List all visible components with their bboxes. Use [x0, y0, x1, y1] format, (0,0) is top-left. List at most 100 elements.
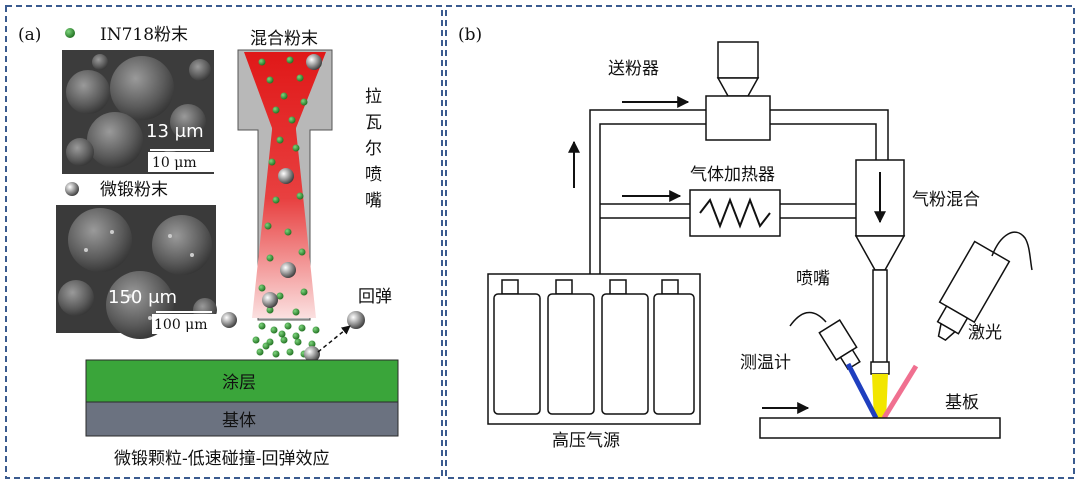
- pipe-feeder-out-outer: [770, 109, 889, 160]
- coating-label: 涂层: [222, 373, 256, 393]
- gas-cylinder-4: [653, 279, 695, 415]
- in718-particle: [272, 196, 280, 204]
- gas-powder-mix-label: 气粉混合: [912, 190, 980, 210]
- powder-hopper-funnel: [716, 77, 760, 97]
- sem2-size-label: 150 μm: [108, 287, 177, 308]
- in718-particle: [288, 116, 296, 124]
- in718-particle: [264, 222, 272, 230]
- deposit-particle: [308, 340, 316, 348]
- laser-label: 激光: [968, 323, 1002, 343]
- deposit-particle: [262, 342, 270, 350]
- panel-b-frame: [445, 5, 1075, 479]
- panel-b: (b) 送粉器 气体加热器 气粉混合 喷嘴: [458, 25, 1033, 451]
- in718-particle: [284, 228, 292, 236]
- deposit-particle: [252, 336, 260, 344]
- nozzle-label: 拉 瓦 尔 喷 嘴: [365, 87, 382, 211]
- nozzle-char-3: 尔: [365, 139, 382, 159]
- pipe-left-inner: [599, 123, 706, 278]
- substrate-label: 基体: [222, 411, 256, 431]
- heater-coil: [699, 197, 771, 229]
- pipe-feeder-out-inner: [770, 123, 877, 160]
- powder-feeder-box: [705, 95, 771, 141]
- deposit-particle: [256, 348, 264, 356]
- deposit-particle: [292, 332, 300, 340]
- spray-nozzle-tube: [872, 269, 888, 367]
- nozzle-tip: [870, 361, 890, 375]
- in718-particle: [298, 248, 306, 256]
- deposit-particle: [294, 338, 302, 346]
- microforged-particle: [278, 168, 294, 184]
- gas-source-label: 高压气源: [552, 431, 620, 451]
- in718-particle: [258, 58, 266, 66]
- rebound-arrow: [317, 325, 351, 353]
- in718-particle: [292, 144, 300, 152]
- rebound-ball: [347, 311, 365, 329]
- panel-b-label: (b): [458, 25, 482, 45]
- microforged-impact-particle: [304, 346, 320, 362]
- panel-a-frame: [5, 5, 443, 479]
- microforged-particle: [280, 262, 296, 278]
- substrate-plate-label: 基板: [945, 393, 979, 413]
- micro-ball-near-sem: [221, 312, 237, 328]
- in718-particle: [266, 76, 274, 84]
- substrate-plate: [759, 417, 1001, 439]
- mixed-powder-label: 混合粉末: [250, 29, 318, 49]
- deposit-particle: [278, 330, 286, 338]
- in718-particle: [296, 192, 304, 200]
- coating-layer: [85, 359, 399, 403]
- thermometer-label: 测温计: [740, 353, 791, 373]
- in718-particle: [272, 106, 280, 114]
- in718-particle: [276, 136, 284, 144]
- deposit-particle: [284, 322, 292, 330]
- deposit-particle: [280, 336, 288, 344]
- gas-cylinder-1: [493, 279, 541, 415]
- microforged-particle: [306, 54, 322, 70]
- nozzle-char-4: 喷: [365, 165, 382, 185]
- nozzle-char-1: 拉: [365, 87, 382, 107]
- laser-beam: [881, 364, 919, 420]
- in718-particle: [296, 74, 304, 82]
- in718-particle: [266, 306, 274, 314]
- spray-nozzle-label: 喷嘴: [796, 269, 830, 289]
- laser-cable: [991, 231, 1033, 271]
- sem1-scale-label: 10 μm: [152, 155, 197, 171]
- in718-particle: [258, 284, 266, 292]
- jet-particles: [258, 54, 322, 316]
- in718-particle: [276, 292, 284, 300]
- sem2-scale-label: 100 μm: [154, 317, 208, 333]
- micro-legend-label: 微锻粉末: [100, 180, 168, 200]
- microforged-particle: [262, 292, 278, 308]
- deposit-particle: [258, 322, 266, 330]
- gas-cylinder-3: [601, 279, 649, 415]
- panel-a-caption: 微锻颗粒-低速碰撞-回弹效应: [114, 449, 330, 469]
- in718-particle: [286, 56, 294, 64]
- in718-legend-label: IN718粉末: [100, 25, 188, 45]
- sem-image-in718: 13 μm 10 μm: [62, 50, 214, 174]
- in718-legend-dot: [65, 28, 75, 38]
- panel-a-label: (a): [18, 25, 41, 45]
- in718-particle: [292, 308, 300, 316]
- mixer-funnel: [854, 235, 906, 271]
- sem1-size-label: 13 μm: [146, 121, 204, 142]
- in718-particle: [280, 92, 288, 100]
- deposit-particle: [312, 326, 320, 334]
- deposition-particles: [252, 322, 320, 362]
- deposit-particle: [272, 350, 280, 358]
- rebound-label: 回弹: [358, 287, 392, 307]
- gas-cylinder-2: [547, 279, 595, 415]
- deposit-particle: [270, 326, 278, 334]
- nozzle-char-2: 瓦: [365, 113, 382, 133]
- in718-particle: [300, 98, 308, 106]
- gas-heater-label: 气体加热器: [690, 165, 775, 185]
- micro-legend-ball: [65, 182, 79, 196]
- deposit-particle: [298, 324, 306, 332]
- powder-feeder-label: 送粉器: [608, 59, 659, 79]
- thermometer-head: [818, 319, 861, 371]
- thermometer-cable: [789, 311, 827, 327]
- nozzle-char-5: 嘴: [365, 191, 382, 211]
- particle-jet: [244, 52, 326, 318]
- powder-hopper-top: [717, 41, 759, 79]
- deposit-particle: [286, 348, 294, 356]
- in718-particle: [300, 288, 308, 296]
